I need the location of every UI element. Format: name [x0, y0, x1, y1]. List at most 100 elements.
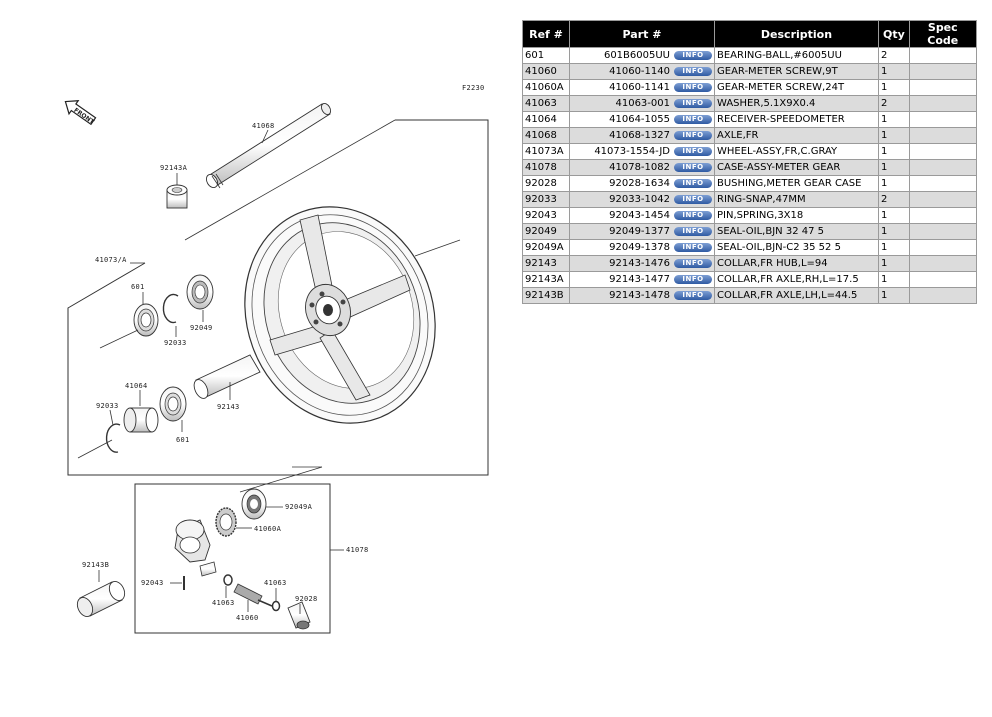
- callout-41064: 41064: [125, 382, 148, 390]
- info-button[interactable]: INFO: [674, 146, 712, 156]
- cell-description: COLLAR,FR HUB,L=94: [714, 255, 879, 272]
- part-number: 41064-1055: [609, 114, 670, 125]
- cell-description: BEARING-BALL,#6005UU: [714, 47, 879, 64]
- cell-part: 92049-1377 INFO: [569, 223, 715, 240]
- cell-ref: 92049A: [522, 239, 570, 256]
- washer-41063-left-part: [223, 574, 233, 586]
- gear-case-part: [174, 519, 217, 577]
- callout-92143: 92143: [217, 403, 240, 411]
- callout-41073-a: 41073/A: [95, 256, 127, 264]
- cell-qty: 1: [878, 207, 910, 224]
- table-header-row: Ref # Part # Description Qty Spec Code: [522, 20, 977, 48]
- info-button[interactable]: INFO: [674, 162, 712, 172]
- cell-qty: 2: [878, 95, 910, 112]
- bushing-92028-part: [287, 601, 311, 630]
- part-number: 92143-1477: [609, 274, 670, 285]
- bearing-601-lower-part: [159, 386, 187, 422]
- callout-41068: 41068: [252, 122, 275, 130]
- cell-description: WHEEL-ASSY,FR,C.GRAY: [714, 143, 879, 160]
- info-button[interactable]: INFO: [674, 274, 712, 284]
- washer-41063-right-part: [271, 600, 281, 612]
- cell-description: CASE-ASSY-METER GEAR: [714, 159, 879, 176]
- info-button[interactable]: INFO: [674, 226, 712, 236]
- cell-spec-code: [908, 223, 977, 240]
- info-button[interactable]: INFO: [674, 50, 712, 60]
- info-button[interactable]: INFO: [674, 130, 712, 140]
- part-number: 92049-1377: [609, 226, 670, 237]
- cell-spec-code: [908, 127, 977, 144]
- meter-gear-group-outline: [134, 483, 331, 634]
- info-button[interactable]: INFO: [674, 178, 712, 188]
- cell-spec-code: [908, 207, 977, 224]
- snap-ring-92033-upper-part: [162, 293, 179, 324]
- callout-92033-upper: 92033: [164, 339, 187, 347]
- collar-92143b-part: [76, 581, 126, 617]
- cell-spec-code: [908, 287, 977, 304]
- cell-spec-code: [908, 111, 977, 128]
- info-button[interactable]: INFO: [674, 66, 712, 76]
- cell-qty: 1: [878, 223, 910, 240]
- cell-qty: 1: [878, 159, 910, 176]
- cell-qty: 1: [878, 255, 910, 272]
- callout-92049: 92049: [190, 324, 213, 332]
- cell-description: GEAR-METER SCREW,9T: [714, 63, 879, 80]
- cell-spec-code: [908, 95, 977, 112]
- cell-description: BUSHING,METER GEAR CASE: [714, 175, 879, 192]
- info-button[interactable]: INFO: [674, 258, 712, 268]
- cell-description: WASHER,5.1X9X0.4: [714, 95, 879, 112]
- cell-ref: 41063: [522, 95, 570, 112]
- callout-601-lower: 601: [176, 436, 190, 444]
- cell-qty: 2: [878, 191, 910, 208]
- callout-41060: 41060: [236, 614, 259, 622]
- cell-qty: 1: [878, 63, 910, 80]
- cell-description: PIN,SPRING,3X18: [714, 207, 879, 224]
- cell-ref: 41060: [522, 63, 570, 80]
- cell-description: SEAL-OIL,BJN 32 47 5: [714, 223, 879, 240]
- info-button[interactable]: INFO: [674, 210, 712, 220]
- cell-description: GEAR-METER SCREW,24T: [714, 79, 879, 96]
- exploded-parts-diagram: F2230 FRONT 41068 92143A: [64, 84, 489, 634]
- meter-gear-41060a-part: [215, 507, 237, 537]
- info-button[interactable]: INFO: [674, 98, 712, 108]
- header-qty: Qty: [878, 20, 910, 48]
- cell-spec-code: [908, 175, 977, 192]
- part-number: 92143-1476: [609, 258, 670, 269]
- info-button[interactable]: INFO: [674, 242, 712, 252]
- cell-ref: 92033: [522, 191, 570, 208]
- cell-part: 92143-1476 INFO: [569, 255, 715, 272]
- cell-description: AXLE,FR: [714, 127, 879, 144]
- header-spec-code: Spec Code: [908, 20, 977, 48]
- cell-description: COLLAR,FR AXLE,LH,L=44.5: [714, 287, 879, 304]
- cell-spec-code: [908, 63, 977, 80]
- info-button[interactable]: INFO: [674, 194, 712, 204]
- cell-qty: 1: [878, 287, 910, 304]
- cell-description: RECEIVER-SPEEDOMETER: [714, 111, 879, 128]
- info-button[interactable]: INFO: [674, 114, 712, 124]
- info-button[interactable]: INFO: [674, 290, 712, 300]
- callout-92028: 92028: [295, 595, 318, 603]
- cell-ref: 92143A: [522, 271, 570, 288]
- part-number: 41068-1327: [609, 130, 670, 141]
- cell-ref: 92028: [522, 175, 570, 192]
- cell-ref: 92143: [522, 255, 570, 272]
- part-number: 41060-1140: [609, 66, 670, 77]
- cell-spec-code: [908, 143, 977, 160]
- cell-spec-code: [908, 255, 977, 272]
- cell-ref: 92043: [522, 207, 570, 224]
- cell-qty: 1: [878, 271, 910, 288]
- info-button[interactable]: INFO: [674, 82, 712, 92]
- cell-part: 92143-1477 INFO: [569, 271, 715, 288]
